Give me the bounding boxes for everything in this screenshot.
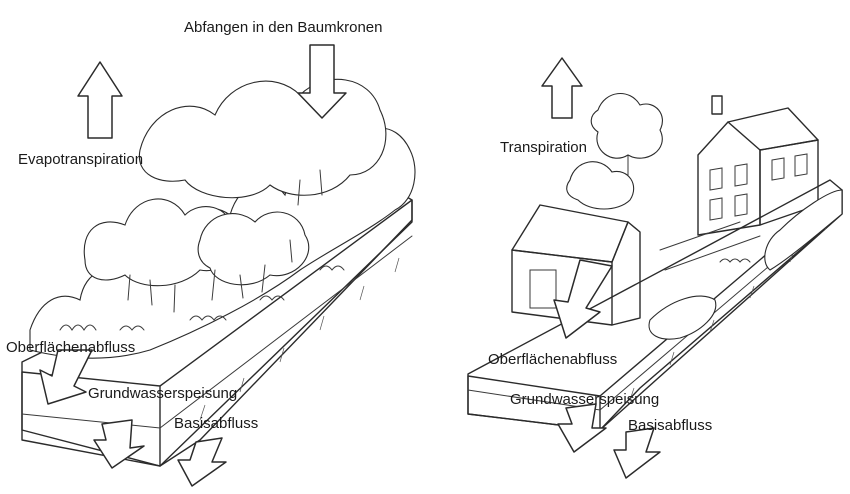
evapotranspiration-arrow: [77, 61, 123, 139]
groundwater-arrow: [93, 419, 145, 469]
label-evapotranspiration: Evapotranspiration: [18, 151, 144, 168]
label-base-flow-left: Basisabfluss: [174, 415, 259, 432]
label-surface-runoff-left: Oberflächenabfluss: [6, 339, 136, 356]
interception-arrow: [297, 44, 347, 119]
surface-runoff-arrow: [39, 349, 93, 405]
label-interception: Abfangen in den Baumkronen: [184, 19, 383, 36]
surface-runoff-arrow-right: [553, 259, 613, 339]
forest-block: [21, 189, 413, 467]
garage: [511, 204, 641, 326]
label-base-flow-right: Basisabfluss: [628, 417, 713, 434]
left-arrows: [39, 44, 347, 487]
label-transpiration: Transpiration: [500, 139, 587, 156]
label-surface-runoff-right: Oberflächenabfluss: [488, 351, 618, 368]
transpiration-arrow: [541, 57, 583, 119]
base-flow-arrow: [177, 437, 227, 487]
right-arrows: [541, 57, 661, 479]
label-groundwater-recharge-left: Grundwasserspeisung: [88, 385, 238, 402]
groundwater-arrow-right: [557, 403, 607, 453]
house: [697, 95, 819, 236]
label-groundwater-recharge-right: Grundwasserspeisung: [510, 391, 660, 408]
base-flow-arrow-right: [613, 427, 661, 479]
garden-vegetation: [566, 92, 843, 340]
